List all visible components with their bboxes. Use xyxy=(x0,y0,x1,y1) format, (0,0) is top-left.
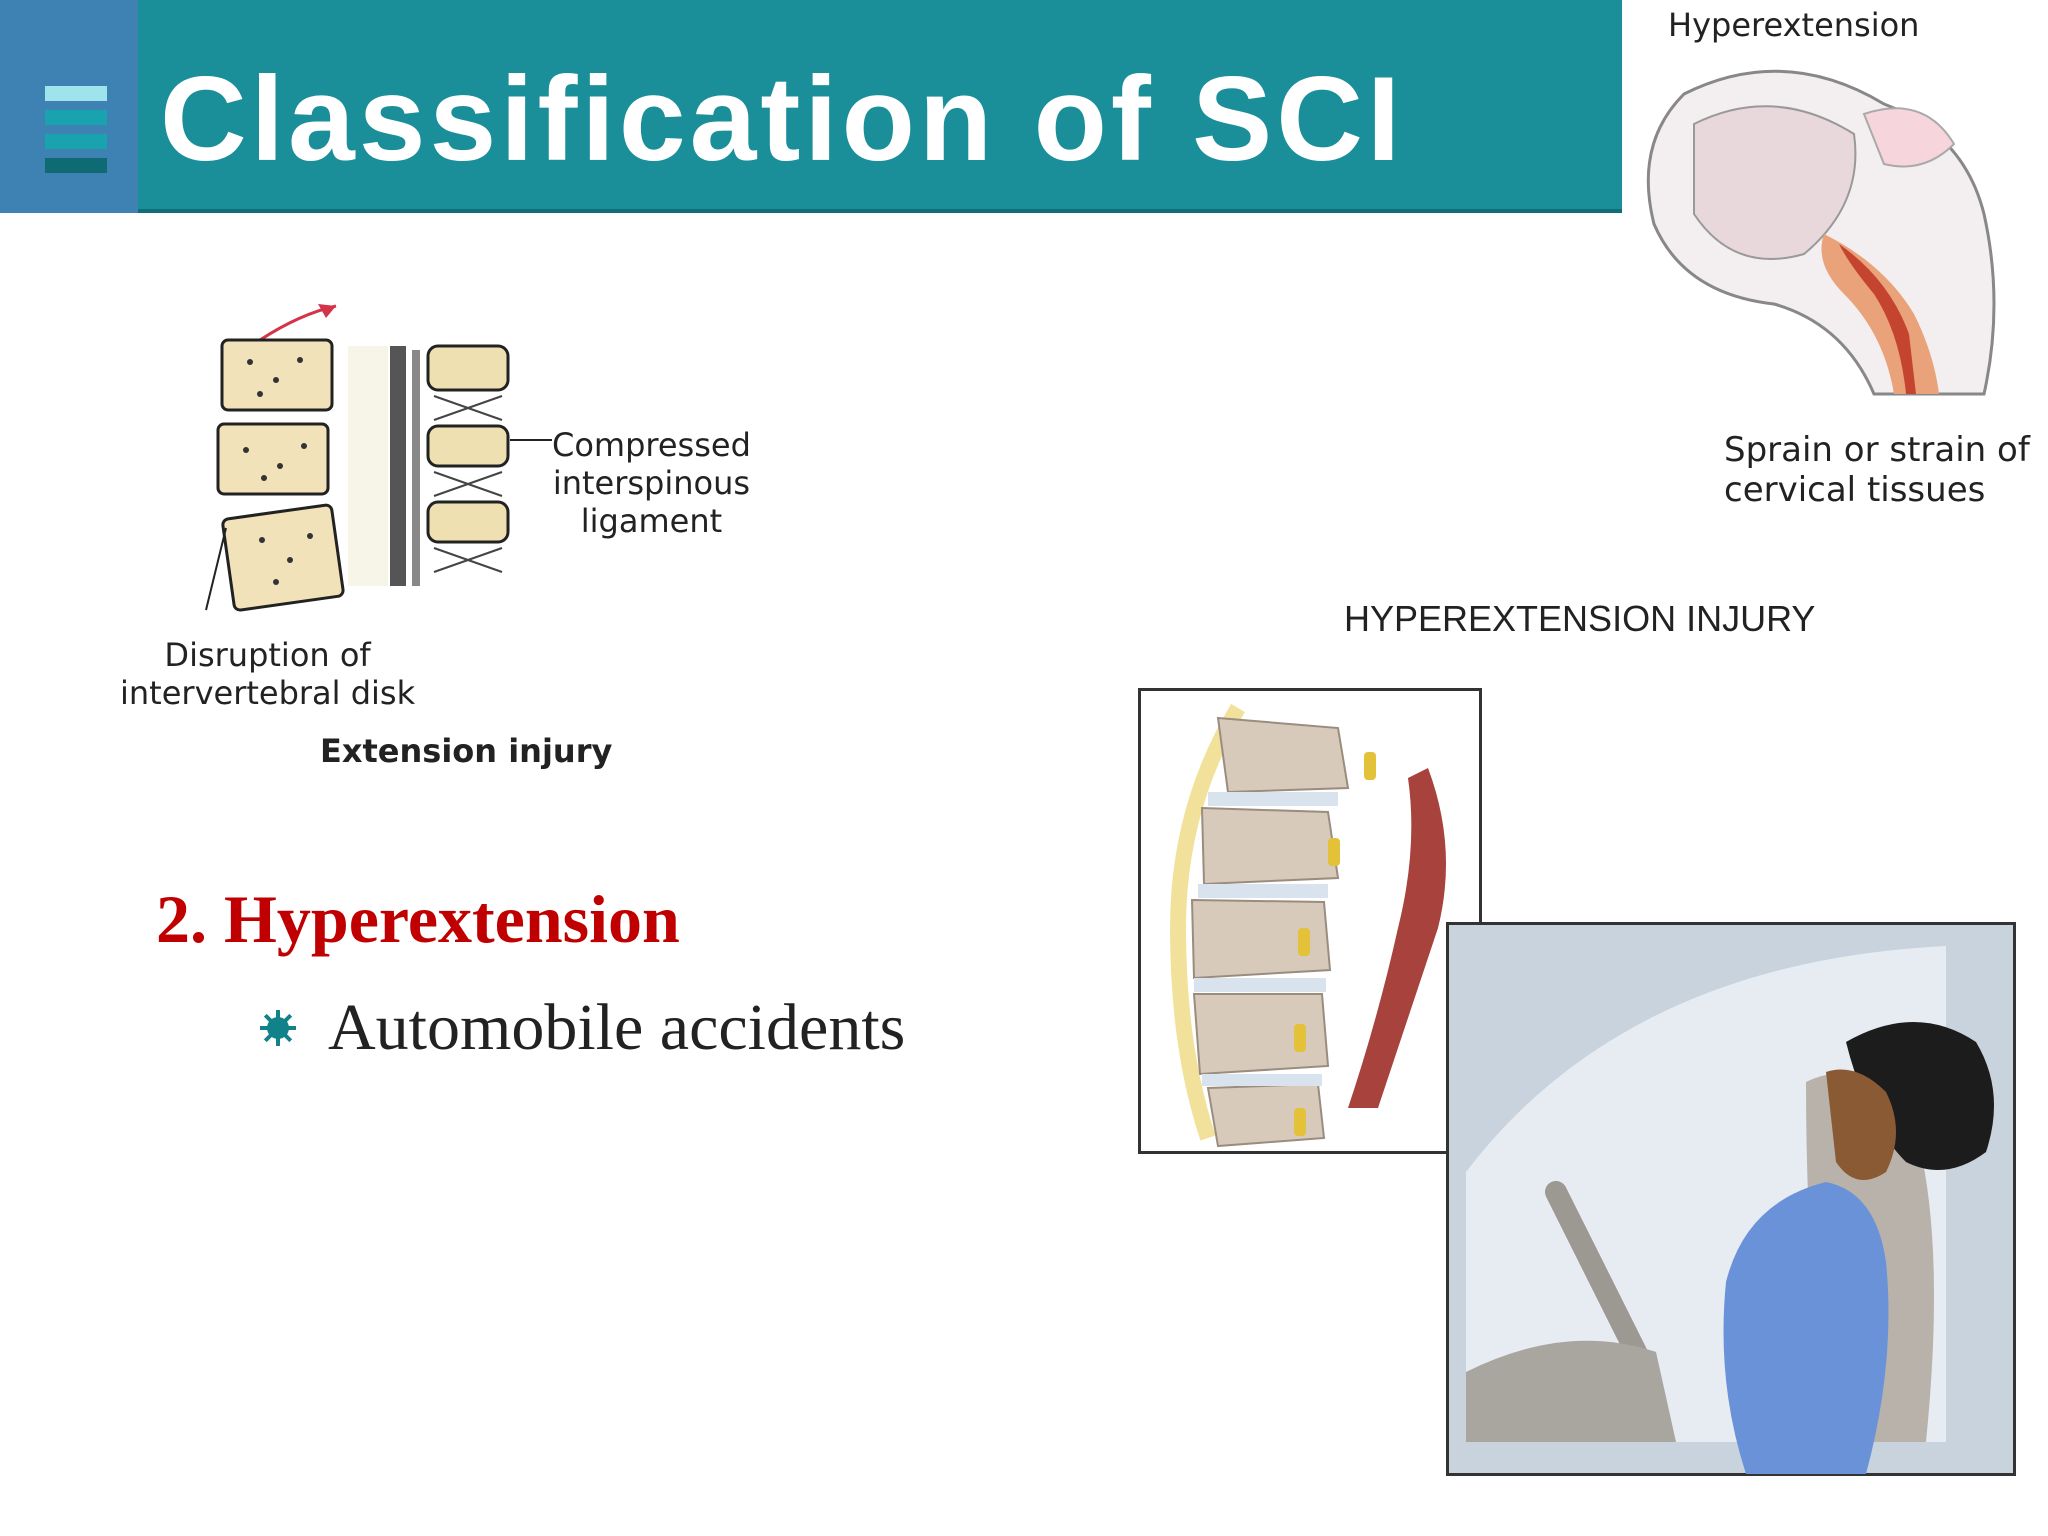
disruption-disk-label: Disruption of intervertebral disk xyxy=(120,636,416,712)
bullet-item: Automobile accidents xyxy=(258,990,905,1066)
hyperextension-injury-caption: HYPEREXTENSION INJURY xyxy=(1344,598,1816,639)
slide-title: Classification of SCI xyxy=(160,52,1405,186)
stack-bar-icon xyxy=(45,134,107,149)
bullet-text: Automobile accidents xyxy=(328,991,906,1064)
spine-closeup-illustration xyxy=(1138,688,1482,1154)
car-crash-illustration xyxy=(1446,922,2016,1476)
extension-injury-caption: Extension injury xyxy=(320,732,613,770)
stack-bar-icon xyxy=(45,110,107,125)
stack-bar-icon xyxy=(45,158,107,173)
stack-bar-icon xyxy=(45,86,107,101)
head-hyperextension-diagram xyxy=(1646,69,1996,396)
starburst-bullet-icon xyxy=(260,1010,296,1046)
compressed-ligament-label: Compressed interspinous ligament xyxy=(552,426,751,540)
header-accent-block xyxy=(0,0,138,213)
section-heading: 2. Hyperextension xyxy=(156,881,680,957)
title-bar xyxy=(138,0,1622,213)
hyperextension-figure-title: Hyperextension xyxy=(1668,6,1920,44)
extension-injury-diagram xyxy=(205,304,552,612)
sprain-strain-caption: Sprain or strain of cervical tissues xyxy=(1724,430,2030,510)
